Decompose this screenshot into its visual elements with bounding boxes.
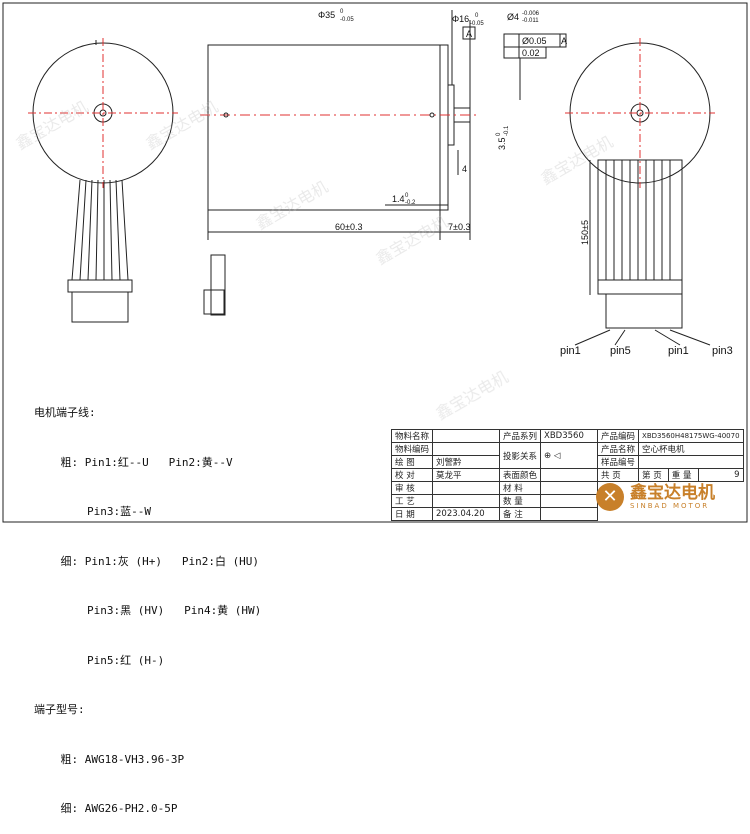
tb-label: 物料名称 — [390, 429, 434, 443]
note-line: Pin3:蓝--W — [34, 505, 151, 518]
tb-label: 备 注 — [499, 507, 542, 521]
tb-label: 物料编码 — [390, 442, 434, 456]
tb-product-name: 空心杯电机 — [638, 442, 744, 456]
tb-label: 日 期 — [390, 507, 434, 521]
tb-label: 产品名称 — [597, 442, 640, 456]
dim-tol: 0 — [340, 9, 344, 15]
border-frame — [2, 2, 748, 523]
tb-label: 共 页 — [597, 468, 640, 482]
pin-label: pin1 — [668, 345, 689, 357]
pin-label: pin3 — [712, 345, 733, 357]
dim-tol: -0.05 — [340, 17, 354, 23]
terminal-title: 端子型号: — [34, 703, 85, 716]
svg-text:鑫宝达电机: 鑫宝达电机 — [253, 177, 332, 233]
dim-tol: -0.05 — [470, 21, 484, 27]
logo-mark-icon: ✕ — [596, 483, 624, 511]
dim-tol: 0 — [405, 193, 409, 199]
note-line: 粗: AWG18-VH3.96-3P — [34, 752, 185, 766]
tb-product-code: XBD3560H48175WG-40070 — [638, 429, 744, 443]
perp-datum: A — [561, 36, 567, 46]
dim-lead-len: 150±5 — [580, 220, 590, 245]
tb-drawn-by: 刘警黔 — [432, 455, 501, 469]
note-line: 粗: Pin1:红--U Pin2:黄--V — [34, 455, 233, 469]
logo-cn: 鑫宝达电机 — [630, 483, 715, 503]
tb-label: 审 核 — [390, 481, 434, 495]
note-line: 细: AWG26-PH2.0-5P — [34, 802, 178, 815]
dim-tol: 0 — [496, 132, 502, 136]
svg-text:鑫宝达电机: 鑫宝达电机 — [143, 97, 222, 153]
tb-label: 样品编号 — [597, 455, 640, 469]
tb-checked-by: 莫龙平 — [432, 468, 501, 482]
svg-text:鑫宝达电机: 鑫宝达电机 — [433, 367, 512, 423]
tb-label: 绘 图 — [390, 455, 434, 469]
tb-label: 投影关系 — [499, 442, 542, 469]
pin-label: pin5 — [610, 345, 631, 357]
note-line: 细: Pin1:灰 (H+) Pin2:白 (HU) — [34, 554, 260, 568]
pin-label: pin1 — [560, 345, 581, 357]
dim-shaft-dia: Ø4 — [507, 12, 519, 22]
tb-label: 表面颜色 — [499, 468, 542, 482]
left-end-view — [28, 38, 178, 323]
dim-body-dia: Φ35 — [318, 10, 335, 20]
tb-label: 工 艺 — [390, 494, 434, 508]
dim-shaft-total: 7±0.3 — [448, 222, 470, 232]
tb-label: 产品系列 — [499, 429, 542, 443]
note-line: Pin3:黑 (HV) Pin4:黄 (HW) — [34, 604, 262, 617]
drawing: Φ35 0 -0.05 Φ16 0 -0.05 A Ø4 -0.006 -0.0… — [2, 2, 748, 523]
notes-title: 电机端子线: — [34, 406, 96, 419]
wiring-notes: 电机端子线: 粗: Pin1:红--U Pin2:黄--V Pin3:蓝--W … — [34, 372, 261, 834]
tb-label: 材 料 — [499, 481, 542, 495]
logo-en: SINBAD MOTOR — [630, 502, 710, 510]
tb-series: XBD3560 — [540, 429, 599, 443]
svg-text:鑫宝达电机: 鑫宝达电机 — [373, 212, 452, 268]
tb-label: 校 对 — [390, 468, 434, 482]
tb-label: 产品编码 — [597, 429, 640, 443]
dim-flange-dia: Φ16 — [452, 14, 469, 24]
dim-tol: -0.011 — [522, 18, 539, 24]
right-end-view — [565, 38, 715, 346]
tb-date: 2023.04.20 — [432, 507, 501, 521]
projection-symbol-icon: ⊕ ◁ — [540, 442, 599, 469]
side-view — [95, 10, 567, 316]
svg-text:鑫宝达电机: 鑫宝达电机 — [13, 97, 92, 153]
dim-gap: 1.4 — [392, 194, 405, 204]
tb-label: 数 量 — [499, 494, 542, 508]
perp-tol: Ø0.05 — [522, 36, 547, 46]
dim-body-len: 60±0.3 — [335, 222, 362, 232]
tb-label: 第 页 — [638, 468, 669, 482]
note-line: Pin5:红 (H-) — [34, 653, 165, 667]
dim-tol: -0.006 — [522, 11, 540, 17]
runout-tol: 0.02 — [522, 48, 540, 58]
dim-tol: -0.2 — [405, 200, 416, 206]
dim-shaft-len: 3.5 — [497, 137, 507, 150]
datum-label: A — [466, 29, 472, 39]
tb-label: 重 量 — [667, 468, 699, 482]
dim-tol: -0.1 — [504, 125, 510, 136]
dim-tol: 0 — [475, 13, 479, 19]
dim-flange-w: 4 — [462, 164, 467, 174]
tb-weight: 9 — [697, 468, 744, 482]
